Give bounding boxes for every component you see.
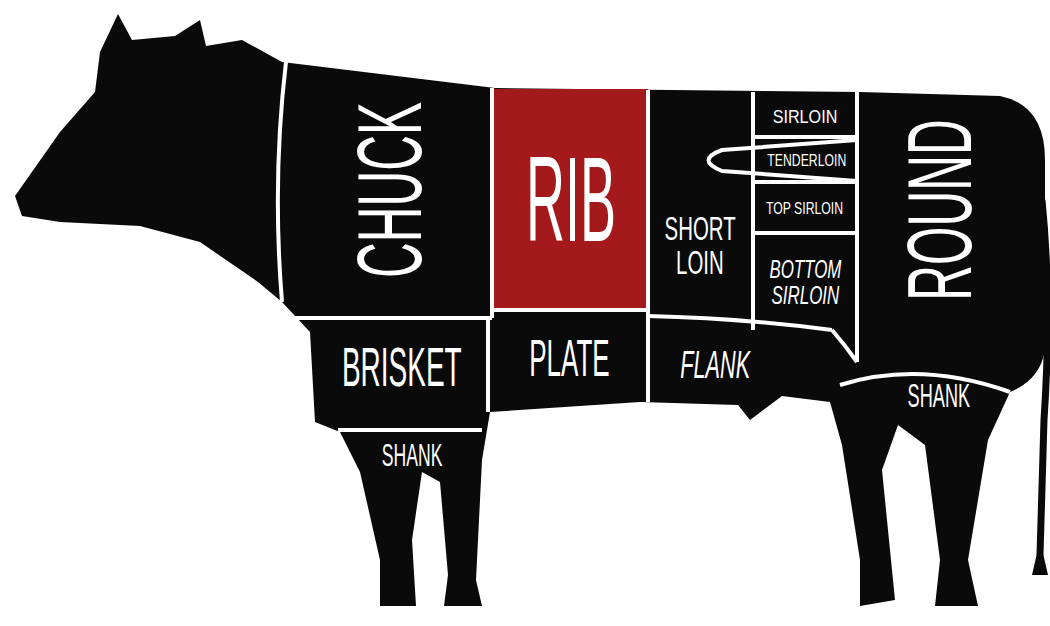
- meat-cut-region: SHANK: [345, 432, 480, 477]
- meat-cut-region: TENDERLOIN: [757, 142, 857, 179]
- cut-label: SHORT LOIN: [665, 211, 736, 279]
- meat-cut-region: CHUCK: [295, 70, 485, 310]
- cut-label: SHANK: [382, 439, 443, 471]
- meat-cut-region: BOTTOM SIRLOIN: [755, 237, 855, 327]
- cut-label: BOTTOM SIRLOIN: [769, 256, 841, 308]
- tail: [1040, 200, 1048, 555]
- meat-cut-region: TOP SIRLOIN: [755, 186, 855, 230]
- cut-label: PLATE: [529, 332, 609, 384]
- meat-cut-region: BRISKET: [318, 322, 486, 412]
- meat-cut-region: SIRLOIN: [755, 97, 855, 135]
- cut-lines: [278, 62, 1010, 430]
- meat-cut-region: SHANK: [884, 370, 994, 420]
- cut-label: TENDERLOIN: [768, 152, 847, 169]
- meat-cut-region: SHORT LOIN: [650, 175, 750, 315]
- cut-label: ROUND: [895, 119, 985, 301]
- cut-label: SHANK: [908, 379, 971, 412]
- meat-cut-region: ROUND: [865, 95, 1015, 325]
- cut-label: SIRLOIN: [773, 107, 838, 126]
- tail-tip: [1032, 540, 1048, 575]
- meat-cut-region: FLANK: [650, 330, 780, 400]
- meat-cut-region: RIB: [495, 90, 647, 308]
- rib-fill: [493, 89, 648, 309]
- cut-label: RIB: [526, 139, 616, 259]
- cut-label: CHUCK: [345, 102, 435, 278]
- cow-body: [15, 14, 1045, 606]
- cut-label: FLANK: [680, 346, 750, 384]
- cut-label: TOP SIRLOIN: [766, 200, 843, 217]
- cut-label: BRISKET: [342, 339, 462, 395]
- meat-cut-region: PLATE: [492, 312, 646, 404]
